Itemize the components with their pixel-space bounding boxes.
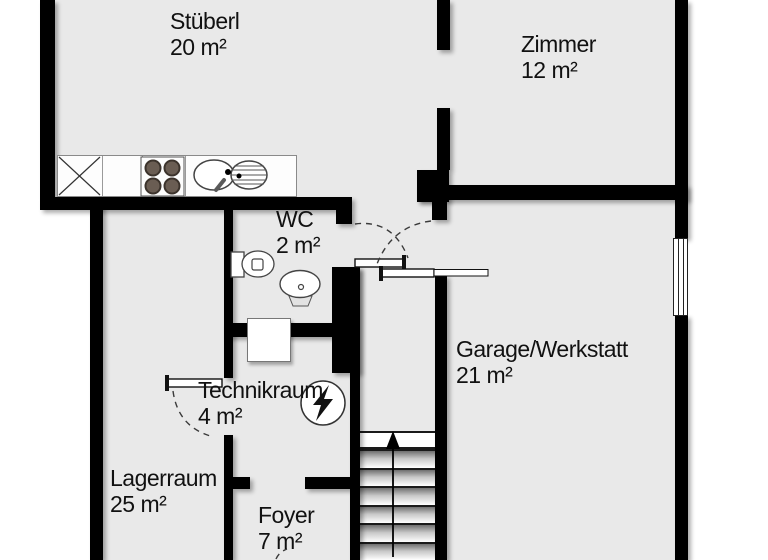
room-name: Technikraum [198,377,323,403]
room-label-zimmer: Zimmer 12 m² [521,31,596,83]
wall-left-lower [90,203,103,560]
stair-landing [360,431,435,449]
boiler-icon [247,318,291,362]
wall-left-upper [40,0,55,197]
kitchen-counter [57,155,297,197]
wall-left-corner [40,197,103,210]
stair-tread [360,523,435,542]
room-label-stueberl: Stüberl 20 m² [170,8,240,60]
room-label-lagerraum: Lagerraum 25 m² [110,465,217,517]
room-name: Garage/Werkstatt [456,336,628,362]
room-name: Foyer [258,502,315,528]
room-area: 7 m² [258,528,303,554]
room-label-foyer: Foyer 7 m² [258,502,315,554]
wall-wc-door-stub [336,210,352,224]
wall-right-upper [675,0,688,238]
stair-tread [360,449,435,468]
wall-mid-left-lower [224,435,233,560]
room-name: Lagerraum [110,465,217,491]
room-label-garage: Garage/Werkstatt 21 m² [456,336,628,388]
room-area: 2 m² [276,232,321,258]
room-name: WC [276,206,314,232]
room-area: 20 m² [170,34,227,60]
wall-mid-top-2 [437,108,450,170]
room-area: 25 m² [110,491,167,517]
wall-mid-left-upper [224,210,233,378]
stair-tread [360,486,435,505]
room-label-wc: WC 2 m² [276,206,321,258]
room-area: 4 m² [198,403,242,429]
floor-garage [435,185,688,560]
room-name: Stüberl [170,8,240,34]
wall-junction-stub [432,202,447,220]
room-area: 12 m² [521,57,578,83]
room-area: 21 m² [456,362,513,388]
wall-mid-top-1 [437,0,450,50]
stair-tread [360,468,435,486]
window-icon [673,238,688,316]
wall-foyer-right [305,477,352,489]
wall-zimmer-bottom [417,185,688,200]
floor-zimmer [437,0,688,200]
wall-under-counter [103,197,352,210]
wall-foyer-stub [233,477,250,489]
wall-hall-right [435,275,447,560]
wall-right-lower [675,315,688,560]
stair-tread [360,542,435,560]
room-name: Zimmer [521,31,596,57]
room-label-technikraum: Technikraum 4 m² [198,377,323,429]
wall-hall-left [350,267,360,560]
stair-tread [360,505,435,523]
